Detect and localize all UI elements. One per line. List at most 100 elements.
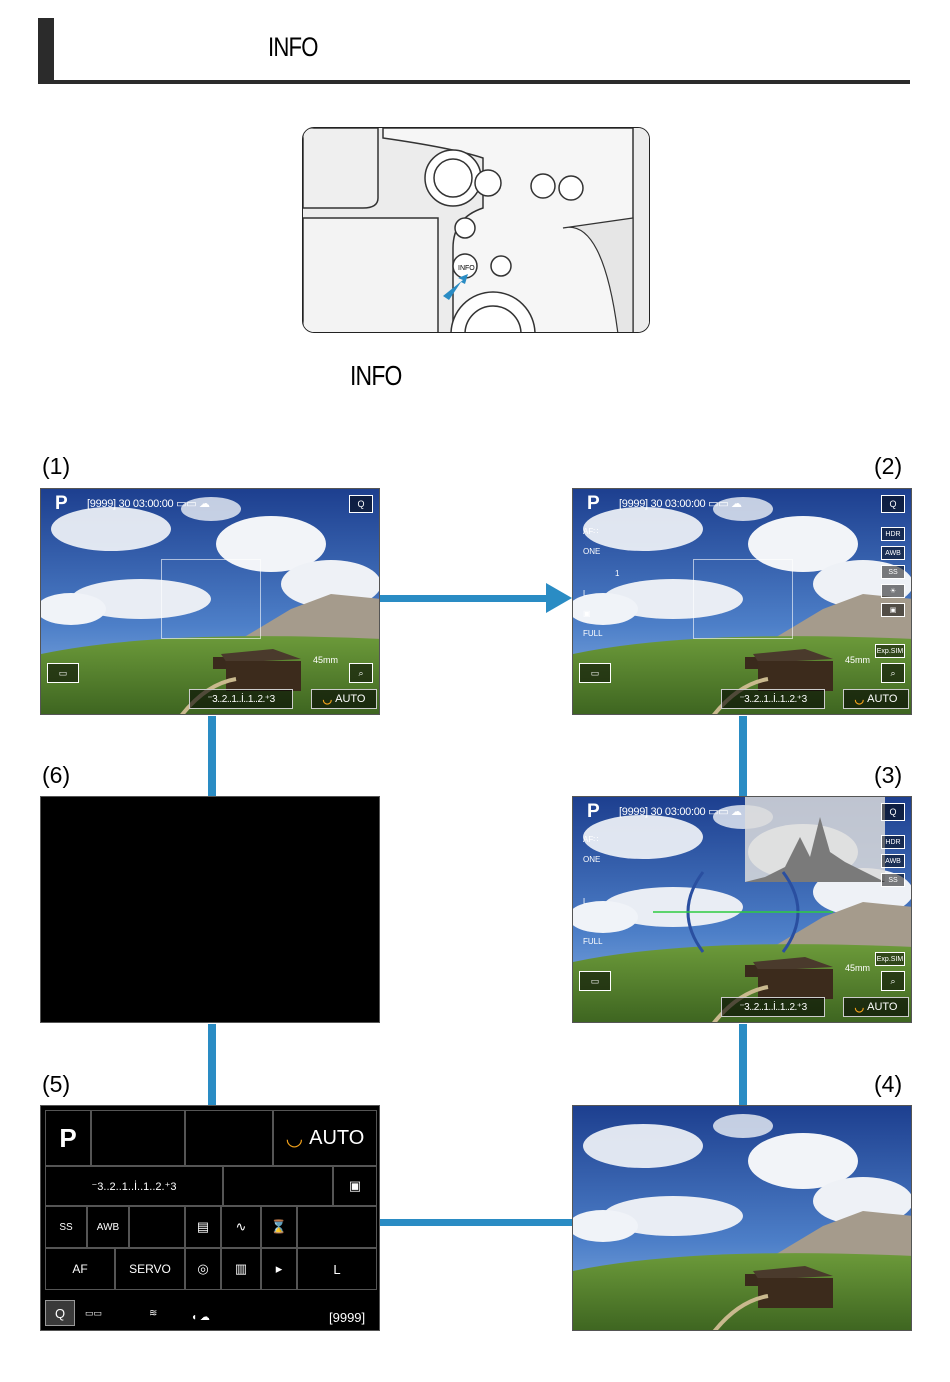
exposure-scale: ⁻3..2..1..İ..1..2.⁺3	[721, 997, 825, 1017]
shooting-mode: P	[587, 493, 600, 514]
right-item-style: SS	[881, 565, 905, 579]
magnify-icon[interactable]: ⌕	[881, 663, 905, 683]
connector-5-4	[380, 1219, 572, 1226]
focal-length: 45mm	[845, 963, 871, 973]
right-item-expsim: Exp.SIM	[875, 644, 905, 658]
battery-icon: ▭	[579, 663, 611, 683]
left-item-card: ▣	[583, 609, 591, 618]
top-info-bar: [9999] 30 03:00:00 ▭▭ ☁	[87, 498, 210, 510]
connector-6-5	[208, 1024, 216, 1106]
qc-card-icon[interactable]: ▤	[185, 1206, 221, 1248]
focal-length: 45mm	[313, 655, 339, 665]
right-item-hdr: HDR	[881, 527, 905, 541]
connector-1-6	[208, 716, 216, 796]
connector-1-2	[380, 595, 550, 602]
quick-control-icon[interactable]: Q	[881, 803, 905, 821]
qc-wave-icon[interactable]: ∿	[221, 1206, 261, 1248]
qc-iso[interactable]: ◡AUTO	[273, 1110, 377, 1166]
top-info-bar: [9999] 30 03:00:00 ▭▭ ☁	[619, 498, 742, 510]
header-accent-bar	[38, 18, 54, 84]
magnify-icon[interactable]: ⌕	[349, 663, 373, 683]
screen-3-histogram-level: P [9999] 30 03:00:00 ▭▭ ☁ Q AF∷ ONE L FU…	[572, 796, 912, 1023]
connector-3-4	[739, 1024, 747, 1106]
iso-indicator: ◡AUTO	[311, 689, 377, 709]
right-item-hdr: HDR	[881, 835, 905, 849]
qc-timer-icon[interactable]: ⌛	[261, 1206, 297, 1248]
exposure-scale: ⁻3..2..1..İ..1..2.⁺3	[189, 689, 293, 709]
camera-illustration: INFO	[302, 127, 650, 333]
shots-remaining: [9999]	[329, 1310, 366, 1325]
shooting-mode: P	[587, 801, 600, 822]
qc-af-operation[interactable]: SERVO	[115, 1248, 185, 1290]
qc-iso-value: AUTO	[309, 1126, 365, 1149]
iso-value: AUTO	[867, 693, 898, 705]
qc-af-method[interactable]: AF	[45, 1248, 115, 1290]
right-item-wb: AWB	[881, 854, 905, 868]
iso-indicator: ◡AUTO	[843, 689, 909, 709]
panel-label-5: (5)	[42, 1071, 71, 1097]
qc-blank-1	[91, 1110, 185, 1166]
quick-control-icon[interactable]: Q	[881, 495, 905, 513]
left-item-crop: FULL	[583, 629, 603, 638]
qc-image-quality[interactable]: L	[297, 1248, 377, 1290]
qc-white-balance[interactable]: AWB	[87, 1206, 129, 1248]
left-item-drive: ONE	[583, 547, 601, 556]
qc-blank-3	[223, 1166, 333, 1206]
electronic-level	[653, 871, 833, 953]
qc-blank-4	[129, 1206, 185, 1248]
header-rule	[38, 80, 910, 84]
page-title: INFO	[268, 32, 318, 62]
screen-4-image-only	[572, 1105, 912, 1331]
qc-blank-2	[185, 1110, 273, 1166]
qc-mode[interactable]: P	[45, 1110, 91, 1166]
qc-card-icon[interactable]: ▣	[333, 1166, 377, 1206]
qc-card-select-icon[interactable]: ▸	[261, 1248, 297, 1290]
panel-label-2: (2)	[874, 453, 903, 479]
quick-control-icon[interactable]: Q	[349, 495, 373, 513]
left-item-af: AF∷	[583, 835, 599, 844]
panel-label-1: (1)	[42, 453, 71, 479]
iso-value: AUTO	[867, 1001, 898, 1013]
left-item-quality: L	[583, 897, 588, 906]
qc-picture-style[interactable]: SS	[45, 1206, 87, 1248]
panel-label-4: (4)	[874, 1071, 903, 1097]
connector-2-3	[739, 716, 747, 796]
right-item-meter: ▣	[881, 603, 905, 617]
qc-exposure-scale[interactable]: ⁻3..2..1..İ..1..2.⁺3	[45, 1166, 223, 1206]
af-frame	[693, 559, 793, 639]
screen-6-off	[40, 796, 380, 1023]
left-item-af: AF∷	[583, 527, 599, 536]
iso-arc-icon: ◡	[854, 1001, 865, 1014]
bluetooth-icon: ◖ ☁	[191, 1312, 210, 1323]
magnify-icon[interactable]: ⌕	[881, 971, 905, 991]
left-item-quality: L	[583, 589, 588, 598]
battery-icon: ▭▭	[85, 1308, 103, 1318]
panel-label-3: (3)	[874, 762, 903, 788]
histogram	[745, 797, 885, 882]
qc-metering-icon[interactable]: ◎	[185, 1248, 221, 1290]
left-item-drive: ONE	[583, 855, 601, 864]
iso-indicator: ◡AUTO	[843, 997, 909, 1017]
battery-icon: ▭	[579, 971, 611, 991]
screen-5-quick-control: P ◡AUTO ⁻3..2..1..İ..1..2.⁺3 ▣ SS AWB ▤ …	[40, 1105, 380, 1331]
landscape-image	[573, 1106, 911, 1330]
qc-blank-5	[297, 1206, 377, 1248]
right-item-style: SS	[881, 873, 905, 887]
right-item-expsim: Exp.SIM	[875, 952, 905, 966]
left-item-self-timer: 1	[615, 569, 620, 578]
iso-value: AUTO	[335, 693, 366, 705]
caption: INFO	[350, 360, 402, 391]
right-item-wb: AWB	[881, 546, 905, 560]
top-info-bar: [9999] 30 03:00:00 ▭▭ ☁	[619, 806, 742, 818]
qc-q-icon[interactable]: Q	[45, 1300, 75, 1326]
shooting-mode: P	[55, 493, 68, 514]
qc-drive-icon[interactable]: ▥	[221, 1248, 261, 1290]
iso-arc-icon: ◡	[322, 693, 333, 706]
wifi-icon: ≋	[149, 1308, 158, 1319]
iso-arc-icon: ◡	[285, 1127, 304, 1150]
focal-length: 45mm	[845, 655, 871, 665]
exposure-scale: ⁻3..2..1..İ..1..2.⁺3	[721, 689, 825, 709]
iso-arc-icon: ◡	[854, 693, 865, 706]
arrow-right-icon	[546, 583, 572, 613]
af-frame	[161, 559, 261, 639]
